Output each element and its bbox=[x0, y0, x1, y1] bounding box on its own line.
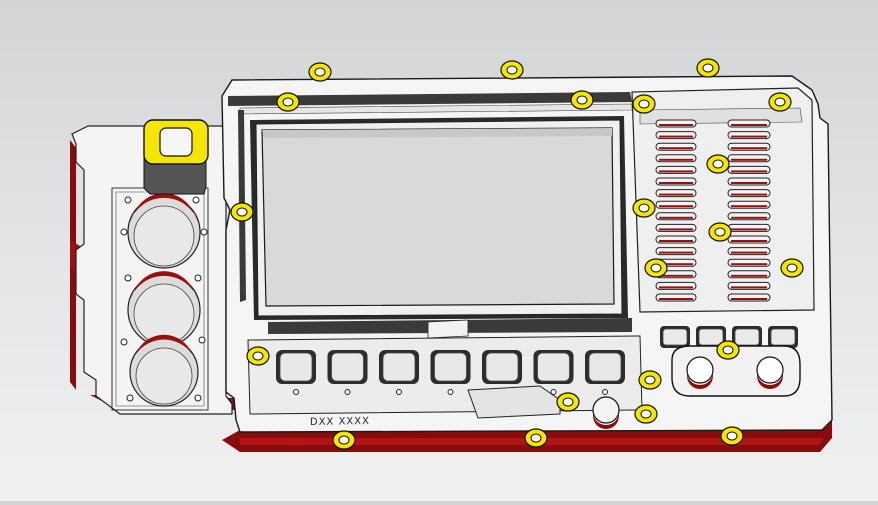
mounting-hole bbox=[706, 154, 730, 174]
mounting-hole bbox=[570, 90, 594, 110]
spring-contact bbox=[727, 165, 771, 174]
spring-contact bbox=[727, 142, 771, 151]
spring-contact bbox=[727, 177, 771, 186]
spring-contact bbox=[655, 281, 697, 290]
mounting-hole bbox=[500, 60, 524, 80]
spring-contact bbox=[727, 270, 771, 279]
mounting-hole bbox=[696, 58, 720, 78]
spring-contact bbox=[655, 165, 697, 174]
spring-contact bbox=[727, 281, 771, 290]
mounting-hole bbox=[632, 198, 656, 218]
mounting-hole bbox=[638, 370, 662, 390]
spring-contact bbox=[655, 119, 697, 128]
spring-contact-column bbox=[727, 119, 771, 302]
mounting-hole bbox=[644, 258, 668, 278]
key-pocket bbox=[696, 326, 726, 348]
spring-contact bbox=[655, 154, 697, 163]
key-pocket bbox=[533, 350, 574, 395]
spring-contact bbox=[655, 212, 697, 221]
key-pocket bbox=[430, 350, 471, 395]
mounting-hole bbox=[308, 62, 332, 82]
spring-contact bbox=[727, 235, 771, 244]
spring-contact bbox=[655, 247, 697, 256]
spring-contact bbox=[655, 177, 697, 186]
spring-contact bbox=[727, 258, 771, 267]
mounting-hole bbox=[720, 426, 744, 446]
connector-block[interactable] bbox=[671, 345, 801, 397]
spring-contact bbox=[727, 119, 771, 128]
mounting-hole bbox=[634, 404, 658, 424]
key-pocket bbox=[660, 326, 690, 348]
spring-contact bbox=[655, 293, 697, 302]
key-pocket bbox=[327, 350, 368, 395]
spring-contact bbox=[655, 200, 697, 209]
large-pocket bbox=[127, 271, 201, 347]
mounting-hole bbox=[276, 92, 300, 112]
key-pocket bbox=[585, 350, 625, 395]
spring-contact bbox=[655, 131, 697, 140]
spring-contact bbox=[655, 223, 697, 232]
large-pocket bbox=[127, 193, 201, 269]
key-pockets-right bbox=[660, 326, 798, 348]
spring-contact bbox=[655, 142, 697, 151]
spring-contact bbox=[727, 247, 771, 256]
mounting-hole bbox=[332, 430, 356, 450]
mounting-hole bbox=[230, 202, 254, 222]
spring-contact bbox=[655, 235, 697, 244]
key-pocket bbox=[379, 350, 419, 395]
spring-contact bbox=[727, 200, 771, 209]
pin-hole bbox=[120, 196, 208, 402]
mounting-hole bbox=[708, 222, 732, 242]
mounting-hole bbox=[524, 428, 548, 448]
mounting-hole bbox=[556, 392, 580, 412]
mounting-holes bbox=[230, 58, 804, 450]
spring-contact bbox=[727, 223, 771, 232]
key-pocket bbox=[732, 326, 762, 348]
large-pocket bbox=[129, 334, 199, 407]
mounting-hole bbox=[780, 258, 804, 278]
spring-contact bbox=[727, 154, 771, 163]
mounting-hole bbox=[768, 92, 792, 112]
part-engraving: DXX XXXX bbox=[310, 416, 370, 428]
spring-contact bbox=[655, 189, 697, 198]
key-pocket bbox=[768, 326, 798, 348]
mounting-hole bbox=[246, 346, 270, 366]
spring-contact bbox=[727, 189, 771, 198]
latch-slot bbox=[467, 385, 620, 429]
square-boss[interactable] bbox=[143, 119, 209, 195]
key-pockets bbox=[276, 350, 625, 395]
spring-contact bbox=[727, 131, 771, 140]
mounting-hole bbox=[632, 94, 656, 114]
spring-contact bbox=[727, 293, 771, 302]
left-plate[interactable] bbox=[71, 125, 233, 415]
key-pocket bbox=[482, 350, 522, 395]
spring-contact bbox=[727, 212, 771, 221]
key-pocket bbox=[276, 350, 316, 395]
spring-contact-column bbox=[655, 119, 697, 302]
display-window[interactable] bbox=[250, 116, 628, 320]
mounting-hole bbox=[716, 340, 740, 360]
